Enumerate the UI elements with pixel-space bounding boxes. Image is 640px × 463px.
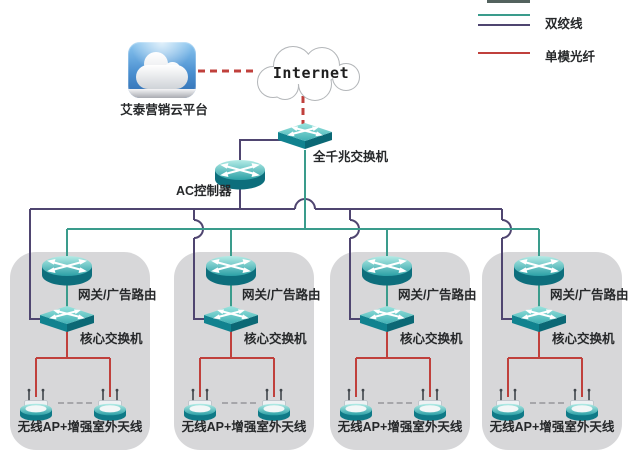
- fiber-wires: [35, 330, 583, 397]
- cloud-icon-tray: [128, 89, 196, 98]
- gigabit-switch-label: 全千兆交换机: [313, 150, 389, 164]
- router-label: 网关/广告路由: [398, 288, 477, 302]
- gigabit-switch-icon: [278, 123, 332, 149]
- ap-label: 无线AP+增强室外天线: [337, 420, 463, 434]
- router-label: 网关/广告路由: [78, 288, 157, 302]
- wireless-ap-icon: [566, 388, 598, 421]
- ap-label: 无线AP+增强室外天线: [17, 420, 143, 434]
- core-switch-icon: [512, 306, 566, 332]
- router-label: 网关/广告路由: [242, 288, 321, 302]
- wireless-ap-icon: [20, 388, 52, 421]
- router-icon: [514, 256, 564, 286]
- more-aps-ellipsis: [58, 402, 92, 404]
- router-icon: [206, 256, 256, 286]
- router-label: 网关/广告路由: [550, 288, 629, 302]
- more-aps-ellipsis: [222, 402, 256, 404]
- legend-fiber-line: [478, 52, 530, 54]
- core-switch-icon: [40, 306, 94, 332]
- cloud-platform-label: 艾泰营销云平台: [120, 103, 208, 117]
- legend-partial-line: [487, 0, 530, 3]
- wireless-ap-icon: [414, 388, 446, 421]
- wireless-ap-icon: [184, 388, 216, 421]
- twisted-pair-purple-wires: [29, 139, 528, 320]
- legend-twisted-pair-label: 双绞线: [545, 17, 583, 31]
- wireless-ap-icon: [258, 388, 290, 421]
- ap-label: 无线AP+增强室外天线: [489, 420, 615, 434]
- core-switch-label: 核心交换机: [400, 332, 463, 346]
- ac-controller-icon: [215, 160, 265, 190]
- internet-dashed-links: [198, 69, 305, 124]
- wireless-ap-icon: [340, 388, 372, 421]
- internet-cloud: [257, 46, 360, 101]
- cloud-icon-body: [136, 65, 188, 89]
- core-switch-icon: [204, 306, 258, 332]
- core-switch-label: 核心交换机: [80, 332, 143, 346]
- cloud-platform-app-icon: [128, 42, 196, 98]
- more-aps-ellipsis: [378, 402, 412, 404]
- more-aps-ellipsis: [530, 402, 564, 404]
- ac-controller-label: AC控制器: [176, 184, 232, 198]
- router-icon: [42, 256, 92, 286]
- core-switch-icon: [360, 306, 414, 332]
- legend-twisted-pair-purple-line: [478, 24, 530, 26]
- ap-label: 无线AP+增强室外天线: [181, 420, 307, 434]
- legend-fiber-label: 单模光纤: [545, 50, 596, 64]
- core-switch-label: 核心交换机: [552, 332, 615, 346]
- core-switch-label: 核心交换机: [244, 332, 307, 346]
- wireless-ap-icon: [94, 388, 126, 421]
- wireless-ap-icon: [492, 388, 524, 421]
- legend-twisted-pair-teal-line: [478, 14, 530, 16]
- router-icon: [362, 256, 412, 286]
- internet-label: Internet: [272, 64, 350, 82]
